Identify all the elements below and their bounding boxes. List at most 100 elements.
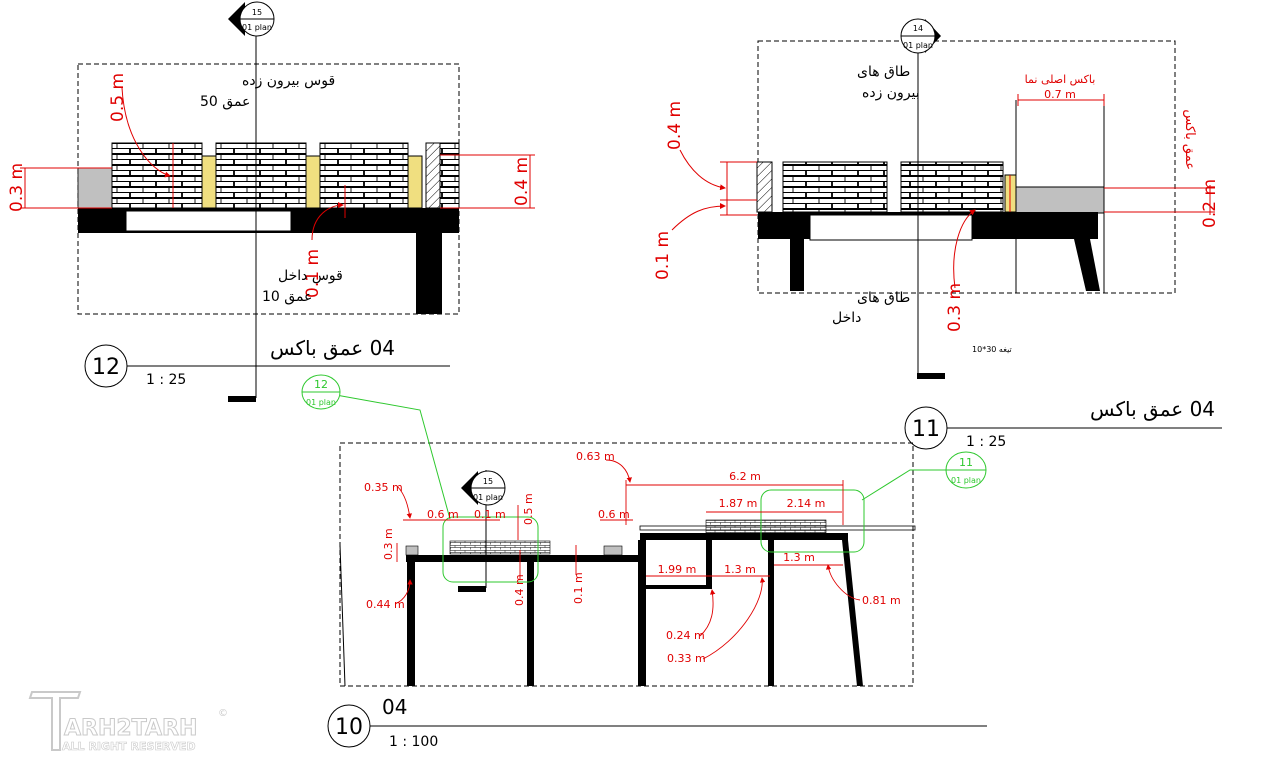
view-12-brick-wall-1 xyxy=(111,142,203,209)
view-10-dim-2-14: 2.14 m xyxy=(787,497,826,510)
view-11-brick-wall-2 xyxy=(900,161,1004,213)
view-11-label-outer-2: بیرون زده xyxy=(862,85,920,101)
view-10-dim-0-63: 0.63 m xyxy=(576,450,615,463)
view-11-column-left xyxy=(790,239,804,291)
view-12-brick-wall-3 xyxy=(319,142,409,209)
view-12-dim-0-5: 0.5 m xyxy=(108,73,128,122)
view-11-section-marker[interactable]: 14 01 plan xyxy=(900,18,941,54)
view-10-callout-11-sheet: 01 plan xyxy=(951,476,981,485)
view-11: 0.4 m 0.1 m 0.3 m 0.7 m 0.2 m باکس اصلی … xyxy=(653,18,1222,450)
view-11-dim-0-2: 0.2 m xyxy=(1200,179,1220,228)
view-12-scale: 1 : 25 xyxy=(146,372,186,388)
view-10-grey-block-2 xyxy=(603,545,623,556)
view-10-marker-sheet: 01 plan xyxy=(473,493,503,502)
watermark: ARH2TARH ALL RIGHT RESERVED © xyxy=(28,691,228,753)
view-10: 12 01 plan 11 01 plan 15 01 plan xyxy=(301,374,987,750)
view-11-marker-sheet: 01 plan xyxy=(903,41,933,50)
view-11-dim-0-4: 0.4 m xyxy=(665,101,685,150)
view-10-dim-0-6-left: 0.6 m xyxy=(427,508,459,521)
view-11-dimension-lines xyxy=(671,94,1215,289)
view-11-dim-0-1: 0.1 m xyxy=(653,231,673,280)
view-12-accent-strip-3 xyxy=(407,155,423,209)
view-10-dim-0-81: 0.81 m xyxy=(862,594,901,607)
view-11-box-depth-label: عمق باکس xyxy=(1182,109,1197,170)
view-11-number: 11 xyxy=(912,417,940,442)
watermark-logo-icon xyxy=(28,691,82,751)
view-11-brick-wall-1 xyxy=(782,161,888,213)
view-11-title: 04 عمق باکس xyxy=(1090,397,1215,421)
view-10-parapet-line xyxy=(639,525,916,531)
view-11-dim-0-7: 0.7 m xyxy=(1044,88,1076,101)
view-10-dim-0-4: 0.4 m xyxy=(513,574,526,606)
view-10-dim-0-35: 0.35 m xyxy=(364,481,403,494)
view-12-brick-wall-2 xyxy=(215,142,307,209)
view-10-dim-1-3-right: 1.3 m xyxy=(783,551,815,564)
view-10-dimension-lines xyxy=(394,459,861,660)
view-10-wall-1 xyxy=(407,562,415,686)
view-10-dim-0-6-right: 0.6 m xyxy=(598,508,630,521)
view-10-callout-11[interactable]: 11 01 plan xyxy=(945,451,987,489)
view-11-label-outer-1: طاق های xyxy=(857,64,910,80)
view-10-number: 10 xyxy=(335,715,363,740)
view-10-callout-lines xyxy=(335,394,946,583)
view-10-dim-0-1-top: 0.1 m xyxy=(474,508,506,521)
view-11-title-block: 11 04 عمق باکس 1 : 25 xyxy=(904,397,1222,450)
watermark-brand: ARH2TARH xyxy=(64,716,197,741)
view-10-wall-4 xyxy=(706,540,712,589)
view-11-grey-box xyxy=(1015,186,1105,214)
view-10-section-tail xyxy=(458,586,486,592)
view-10-beam xyxy=(646,585,706,589)
view-10-wall-3 xyxy=(638,540,646,686)
view-10-dim-0-5: 0.5 m xyxy=(522,493,535,525)
view-11-label-inner-2: داخل xyxy=(832,310,861,326)
view-11-blade-label: تیغه 30*10 xyxy=(972,345,1012,354)
view-10-title: 04 xyxy=(382,695,407,719)
view-10-scale: 1 : 100 xyxy=(389,734,438,750)
view-10-brick-row-left xyxy=(449,540,551,555)
view-12-grey-block xyxy=(77,167,113,209)
view-10-dim-1-99: 1.99 m xyxy=(658,563,697,576)
view-12-title: 04 عمق باکس xyxy=(270,336,395,360)
view-11-scale: 1 : 25 xyxy=(966,434,1006,450)
view-10-dim-0-33: 0.33 m xyxy=(667,652,706,665)
view-10-dim-1-87: 1.87 m xyxy=(719,497,758,510)
view-12-label-inner-arch: قوس داخل xyxy=(278,268,343,284)
view-12-section-marker[interactable]: 15 01 plan xyxy=(228,1,275,37)
view-10-wall-6 xyxy=(842,540,863,686)
view-12-label-outer-arch: قوس بیرون زده xyxy=(242,73,335,89)
view-12-brick-wall-4 xyxy=(439,142,460,209)
view-10-section-marker[interactable]: 15 01 plan xyxy=(461,470,506,506)
view-12-column xyxy=(416,233,442,314)
view-12-dimension-lines xyxy=(20,87,535,241)
view-12-section-tail xyxy=(228,396,256,402)
view-10-crop-boundary xyxy=(339,442,914,687)
view-11-column-right xyxy=(1074,239,1100,291)
view-10-wall-5 xyxy=(768,540,774,686)
view-10-dim-1-3-left: 1.3 m xyxy=(724,563,756,576)
view-12-window-recess xyxy=(125,210,292,232)
view-12-accent-strip-2 xyxy=(305,155,321,209)
view-10-dim-0-1-bottom: 0.1 m xyxy=(572,572,585,604)
view-12-marker-sheet: 01 plan xyxy=(242,23,272,32)
view-10-title-block: 10 04 1 : 100 xyxy=(327,695,987,750)
view-11-window-recess xyxy=(809,214,973,241)
view-11-dim-0-3: 0.3 m xyxy=(945,283,965,332)
view-12-title-block: 12 04 عمق باکس 1 : 25 xyxy=(84,336,450,388)
view-10-grey-block xyxy=(405,545,419,556)
view-10-brick-row-right xyxy=(705,519,827,534)
view-10-dim-0-24: 0.24 m xyxy=(666,629,705,642)
view-10-callout-12-sheet: 01 plan xyxy=(306,398,336,407)
view-11-box-note: باکس اصلی نما xyxy=(1025,73,1096,86)
view-10-callout-12[interactable]: 12 01 plan xyxy=(301,374,341,410)
view-10-dim-0-44: 0.44 m xyxy=(366,598,405,611)
view-10-slab-left xyxy=(406,555,641,562)
view-12-label-outer-depth: عمق 50 xyxy=(200,94,250,110)
view-10-dim-0-3: 0.3 m xyxy=(382,528,395,560)
view-10-slab-right xyxy=(640,533,848,540)
watermark-copyright: © xyxy=(218,708,228,719)
view-11-marker-number: 14 xyxy=(913,24,923,33)
view-10-callout-12-number: 12 xyxy=(314,378,328,391)
view-12-hatched-column xyxy=(425,142,441,209)
view-12-label-inner-depth: عمق 10 xyxy=(262,289,312,305)
